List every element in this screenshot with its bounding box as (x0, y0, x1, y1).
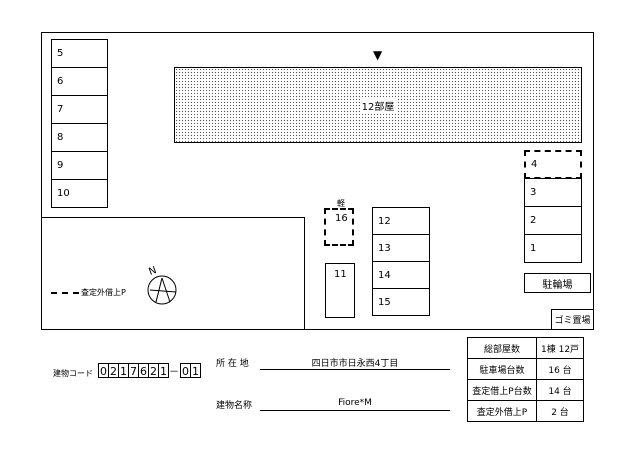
parking-slot-1: 1 (524, 234, 582, 263)
parking-slot-14: 14 (372, 261, 430, 289)
parking-slot-11: 11 (325, 263, 355, 318)
building-name-value: Fiore*M (338, 398, 372, 408)
parking-slot-16-mark: 軽 (337, 199, 345, 208)
legend-label: 査定外借上P (81, 288, 126, 297)
summary-label: 査定外借上P (467, 400, 537, 422)
parking-slot-15: 15 (372, 288, 430, 316)
legend-dashed-line (51, 292, 79, 294)
summary-value: 2 台 (535, 400, 585, 422)
address-underline (260, 369, 450, 370)
parking-slot-11-label: 11 (334, 269, 347, 280)
building-label: 12部屋 (359, 97, 397, 113)
address-label: 所 在 地 (216, 359, 249, 369)
building-code-label: 建物コード (53, 369, 93, 378)
summary-value: 14 台 (535, 379, 585, 401)
garbage-area: ゴミ置場 (551, 309, 594, 330)
entrance-arrow-icon: ▼ (373, 48, 383, 62)
parking-slot-10: 10 (51, 179, 108, 208)
parking-slot-5: 5 (51, 39, 108, 68)
address-value: 四日市市日永西4丁目 (311, 359, 399, 369)
summary-label: 駐車場台数 (467, 358, 537, 380)
building-name-label: 建物名称 (216, 401, 253, 411)
parking-slot-7: 7 (51, 95, 108, 124)
parking-slot-8: 8 (51, 123, 108, 152)
building-name-underline (260, 410, 450, 411)
summary-label: 査定借上P台数 (467, 379, 537, 401)
parking-slot-9: 9 (51, 151, 108, 180)
parking-slot-12: 12 (372, 207, 430, 235)
parking-slot-6: 6 (51, 67, 108, 96)
building-code-separator: － (169, 367, 179, 378)
summary-value: 16 台 (535, 358, 585, 380)
parking-slot-13: 13 (372, 234, 430, 262)
building: 12部屋 (174, 67, 582, 143)
parking-slot-3: 3 (524, 178, 582, 207)
bicycle-parking: 駐輪場 (524, 273, 591, 293)
building-code-digit: 1 (190, 363, 201, 378)
parking-slot-4: 4 (524, 150, 582, 179)
compass-icon (147, 275, 177, 305)
building-code-digit: 1 (158, 363, 169, 378)
garbage-label: ゴミ置場 (554, 316, 591, 326)
adjacent-area (41, 217, 305, 330)
parking-slot-16: 16 (324, 208, 354, 246)
summary-label: 総部屋数 (467, 337, 537, 359)
summary-value: 1棟 12戸 (535, 337, 585, 359)
parking-slot-2: 2 (524, 206, 582, 235)
parking-slot-16-label: 16 (335, 213, 348, 224)
bicycle-parking-label: 駐輪場 (542, 279, 573, 291)
